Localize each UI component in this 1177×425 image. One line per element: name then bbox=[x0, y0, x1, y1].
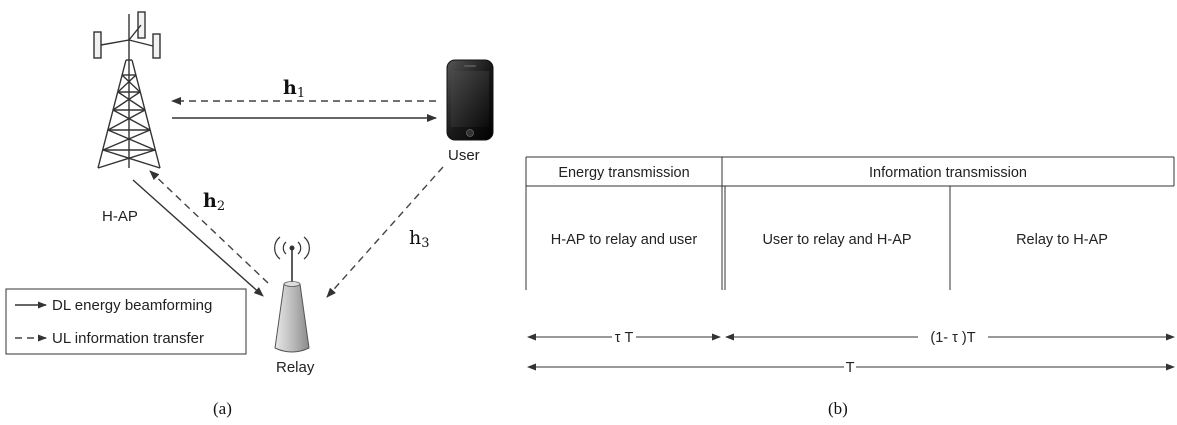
timing-rest-label: (1- τ )T bbox=[930, 330, 975, 346]
timing-tau-label: τ T bbox=[615, 330, 634, 346]
diagram-a: H-AP User Relay h1 h2 h3 bbox=[5, 11, 494, 418]
ul-link-user-to-relay bbox=[326, 166, 444, 298]
h1-label: h1 bbox=[283, 77, 305, 101]
legend-dashed-label: UL information transfer bbox=[52, 330, 204, 347]
tower-icon bbox=[93, 11, 161, 169]
diagram-b: Energy transmission Information transmis… bbox=[525, 156, 1175, 418]
cell-hap-to-relay-and-user: H-AP to relay and user bbox=[551, 232, 698, 248]
h3-label: h3 bbox=[409, 227, 430, 251]
caption-b: (b) bbox=[828, 399, 848, 418]
hap-label: H-AP bbox=[102, 208, 138, 225]
ul-link-relay-to-hap bbox=[149, 170, 269, 284]
timing-total-label: T bbox=[846, 360, 855, 376]
legend-solid-label: DL energy beamforming bbox=[52, 297, 212, 314]
relay-label: Relay bbox=[276, 359, 315, 376]
smartphone-icon bbox=[446, 59, 494, 141]
user-label: User bbox=[448, 147, 480, 164]
relay-antenna-icon bbox=[274, 236, 310, 353]
caption-a: (a) bbox=[213, 399, 232, 418]
header-energy-transmission: Energy transmission bbox=[558, 165, 689, 181]
cell-relay-to-hap: Relay to H-AP bbox=[1016, 232, 1108, 248]
cell-user-to-relay-and-hap: User to relay and H-AP bbox=[762, 232, 911, 248]
legend: DL energy beamforming UL information tra… bbox=[5, 288, 247, 355]
header-information-transmission: Information transmission bbox=[869, 165, 1027, 181]
h2-label: h2 bbox=[203, 190, 225, 214]
dl-link-hap-to-relay bbox=[132, 179, 264, 297]
